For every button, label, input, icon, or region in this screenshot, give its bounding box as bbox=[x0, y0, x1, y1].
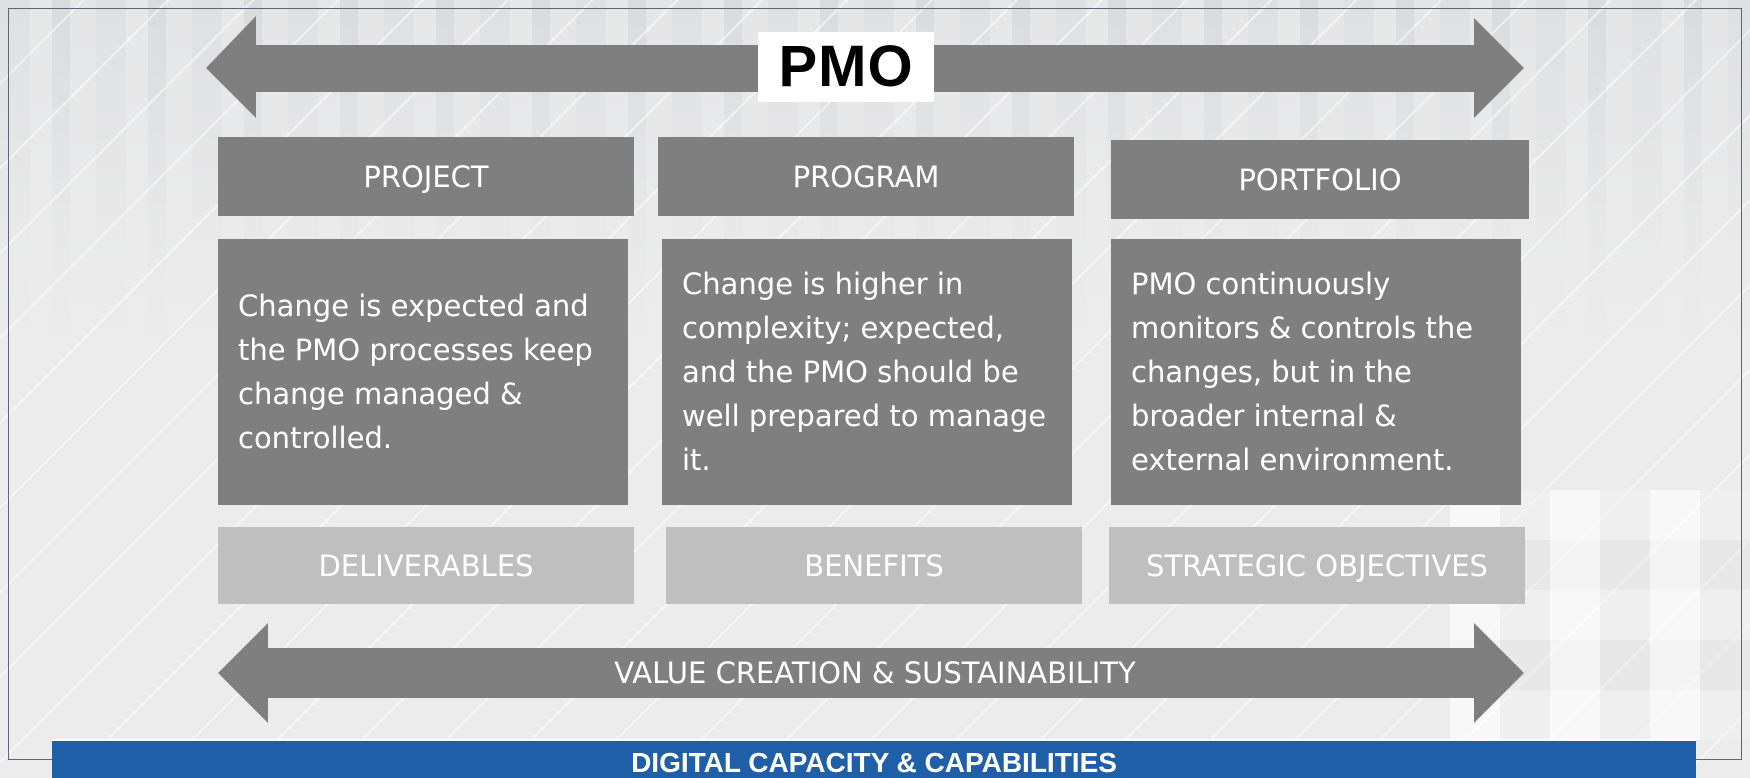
description-project: Change is expected and the PMO processes… bbox=[218, 239, 628, 505]
header-project: PROJECT bbox=[218, 137, 634, 216]
header-program: PROGRAM bbox=[658, 137, 1074, 216]
outcome-strategic-objectives: STRATEGIC OBJECTIVES bbox=[1109, 527, 1525, 604]
pmo-title: PMO bbox=[758, 32, 934, 102]
footer-bar: DIGITAL CAPACITY & CAPABILITIES bbox=[52, 739, 1696, 778]
outcome-benefits: BENEFITS bbox=[666, 527, 1082, 604]
outcome-deliverables: DELIVERABLES bbox=[218, 527, 634, 604]
bottom-double-arrow bbox=[218, 623, 1524, 723]
header-portfolio: PORTFOLIO bbox=[1111, 140, 1529, 219]
value-creation-label: VALUE CREATION & SUSTAINABILITY bbox=[614, 656, 1136, 690]
description-portfolio: PMO continuously monitors & controls the… bbox=[1111, 239, 1521, 505]
description-program: Change is higher in complexity; expected… bbox=[662, 239, 1072, 505]
